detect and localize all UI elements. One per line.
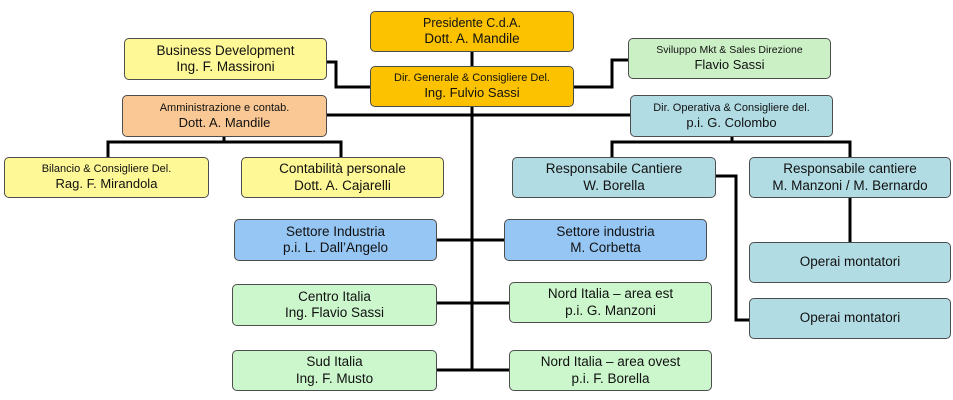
node-person: Ing. Fulvio Sassi: [424, 85, 520, 101]
node-role: Settore industria: [556, 223, 655, 239]
node-amministrazione: Amministrazione e contab. Dott. A. Mandi…: [122, 95, 327, 137]
node-nord-italia-ovest: Nord Italia – area ovest p.i. F. Borella: [509, 350, 712, 391]
node-role: Sud Italia: [306, 354, 363, 370]
node-settore-industria-1: Settore Industria p.i. L. Dall’Angelo: [234, 219, 437, 261]
node-role: Nord Italia – area est: [547, 286, 674, 302]
node-person: Dott. A. Mandile: [178, 114, 271, 130]
node-responsabile-cantiere-2: Responsabile cantiere M. Manzoni / M. Be…: [749, 157, 951, 198]
connector-resp2: [732, 140, 852, 158]
node-person: Ing. F. Massironi: [176, 59, 275, 74]
node-nord-italia-est: Nord Italia – area est p.i. G. Manzoni: [509, 282, 712, 323]
node-role: Dir. Generale & Consigliere Del.: [394, 72, 550, 85]
node-centro-italia: Centro Italia Ing. Flavio Sassi: [232, 284, 437, 326]
node-person: W. Borella: [583, 177, 645, 193]
node-person: M. Manzoni / M. Bernardo: [772, 177, 928, 193]
node-role: Responsabile Cantiere: [545, 161, 683, 177]
node-sud-italia: Sud Italia Ing. F. Musto: [232, 350, 437, 391]
node-person: p.i. G. Manzoni: [565, 302, 656, 318]
node-person: p.i. G. Colombo: [686, 114, 777, 130]
node-role: Settore Industria: [285, 223, 386, 239]
node-person: Dott. A. Mandile: [424, 30, 520, 46]
node-role: Business Development: [156, 42, 295, 58]
node-responsabile-cantiere-1: Responsabile Cantiere W. Borella: [512, 157, 716, 198]
node-person: M. Corbetta: [570, 240, 641, 255]
node-role: Operai montatori: [799, 254, 901, 270]
node-role: Amministrazione e contab.: [159, 101, 290, 114]
node-role: Contabilità personale: [279, 161, 406, 177]
node-contabilita-personale: Contabilità personale Dott. A. Cajarelli: [241, 157, 444, 198]
node-role: Sviluppo Mkt & Sales Direzione: [656, 44, 803, 57]
node-role: Presidente C.d.A.: [423, 15, 521, 30]
node-settore-industria-2: Settore industria M. Corbetta: [504, 219, 707, 261]
node-operai-montatori-2: Operai montatori: [749, 298, 951, 339]
connector-admin-children: [106, 136, 226, 158]
node-role: Nord Italia – area ovest: [540, 354, 681, 370]
node-role: Operai montatori: [799, 310, 901, 326]
node-person: Flavio Sassi: [694, 57, 765, 72]
node-person: Rag. F. Mirandola: [55, 176, 158, 192]
node-person: Ing. F. Musto: [295, 370, 374, 386]
node-presidente: Presidente C.d.A. Dott. A. Mandile: [370, 11, 574, 52]
connector-business-dev: [326, 60, 372, 89]
connector-sviluppo-mkt: [574, 58, 628, 89]
node-business-development: Business Development Ing. F. Massironi: [124, 38, 327, 80]
node-bilancio: Bilancio & Consigliere Del. Rag. F. Mira…: [4, 157, 209, 198]
node-person: p.i. L. Dall’Angelo: [282, 240, 389, 255]
node-role: Responsabile cantiere: [783, 161, 917, 177]
node-role: Dir. Operativa & Consigliere del.: [653, 101, 810, 114]
node-operai-montatori-1: Operai montatori: [749, 242, 951, 283]
connector-dirop-children: [610, 136, 734, 158]
node-person: Ing. Flavio Sassi: [284, 305, 385, 320]
connector-resp1-operai: [716, 174, 749, 322]
node-dir-generale: Dir. Generale & Consigliere Del. Ing. Fu…: [370, 66, 574, 107]
node-dir-operativa: Dir. Operativa & Consigliere del. p.i. G…: [630, 95, 833, 137]
node-role: Bilancio & Consigliere Del.: [41, 163, 172, 176]
node-sviluppo-mkt: Sviluppo Mkt & Sales Direzione Flavio Sa…: [628, 38, 831, 79]
node-role: Centro Italia: [298, 288, 371, 304]
node-person: Dott. A. Cajarelli: [294, 177, 391, 193]
node-person: p.i. F. Borella: [571, 370, 650, 386]
connector-contabilita: [224, 140, 343, 158]
